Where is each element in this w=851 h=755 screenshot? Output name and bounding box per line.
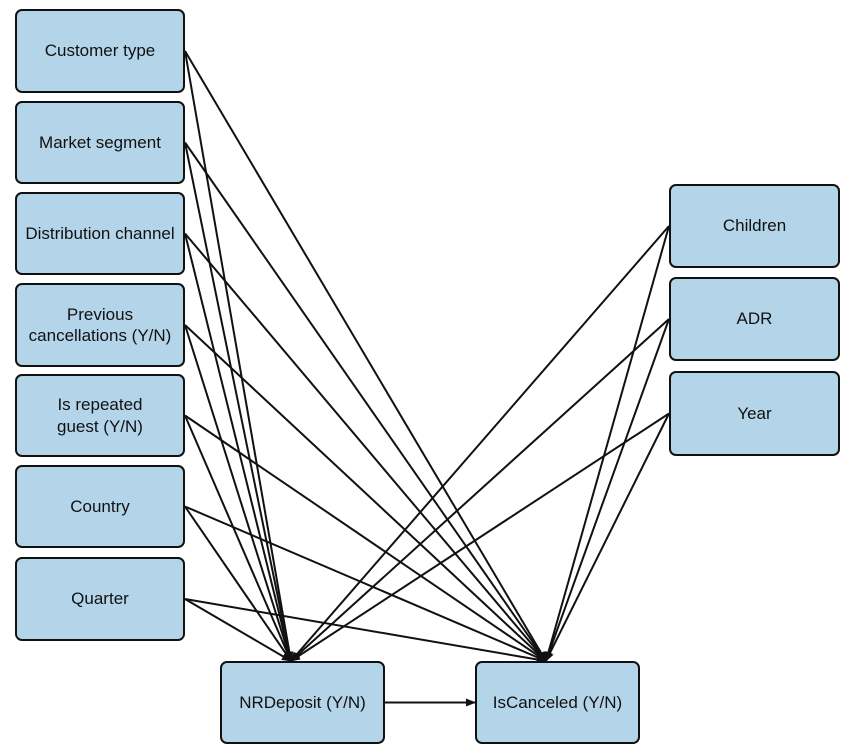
node-label: Market segment	[39, 132, 161, 152]
edge-distribution-channel-to-iscanceled	[184, 232, 547, 662]
node-label: ADR	[736, 309, 773, 329]
node-year: Year	[669, 371, 840, 456]
node-distribution-channel: Distribution channel	[15, 192, 185, 275]
edge-previous-cancellations-to-iscanceled	[184, 324, 547, 662]
node-label: Quarter	[71, 589, 129, 609]
node-label: Children	[722, 216, 787, 236]
node-country: Country	[15, 465, 185, 548]
edge-quarter-to-nrdeposit	[184, 598, 292, 662]
edge-market-segment-to-iscanceled	[184, 141, 547, 662]
node-quarter: Quarter	[15, 557, 185, 641]
edge-customer-type-to-nrdeposit	[184, 50, 294, 662]
node-is-repeated-guest: Is repeated guest (Y/N)	[15, 374, 185, 457]
edge-market-segment-to-nrdeposit	[184, 142, 294, 662]
node-label: Year	[737, 403, 772, 423]
node-customer-type: Customer type	[15, 9, 185, 93]
edge-is-repeated-guest-to-iscanceled	[184, 414, 547, 662]
edge-children-to-iscanceled	[544, 225, 670, 662]
node-label-line-1: Is repeated	[57, 395, 143, 415]
edge-previous-cancellations-to-nrdeposit	[184, 324, 293, 662]
node-market-segment: Market segment	[15, 101, 185, 184]
node-iscanceled: IsCanceled (Y/N)	[475, 661, 640, 744]
node-adr: ADR	[669, 277, 840, 361]
edge-is-repeated-guest-to-nrdeposit	[184, 415, 292, 662]
node-label-line-2: cancellations (Y/N)	[28, 326, 172, 345]
edge-quarter-to-iscanceled	[184, 598, 547, 664]
node-previous-cancellations: Previous cancellations (Y/N)	[15, 283, 185, 367]
node-label: Distribution channel	[25, 223, 175, 243]
edge-year-to-iscanceled	[545, 413, 670, 662]
edge-adr-to-nrdeposit	[290, 318, 670, 662]
node-label: IsCanceled (Y/N)	[492, 692, 623, 712]
node-nrdeposit: NRDeposit (Y/N)	[220, 661, 385, 744]
edge-adr-to-iscanceled	[545, 318, 670, 662]
edge-year-to-nrdeposit	[290, 412, 670, 662]
edge-country-to-nrdeposit	[184, 505, 292, 662]
node-children: Children	[669, 184, 840, 268]
edge-distribution-channel-to-nrdeposit	[184, 233, 293, 662]
node-label: Country	[70, 496, 130, 516]
node-label: Customer type	[44, 41, 156, 61]
node-label-line-2: guest (Y/N)	[57, 416, 143, 436]
edge-children-to-nrdeposit	[290, 225, 670, 662]
node-label-line-1: Previous	[66, 304, 134, 324]
edge-country-to-iscanceled	[184, 505, 547, 662]
edge-customer-type-to-iscanceled	[184, 50, 547, 662]
node-label: NRDeposit (Y/N)	[239, 692, 366, 712]
